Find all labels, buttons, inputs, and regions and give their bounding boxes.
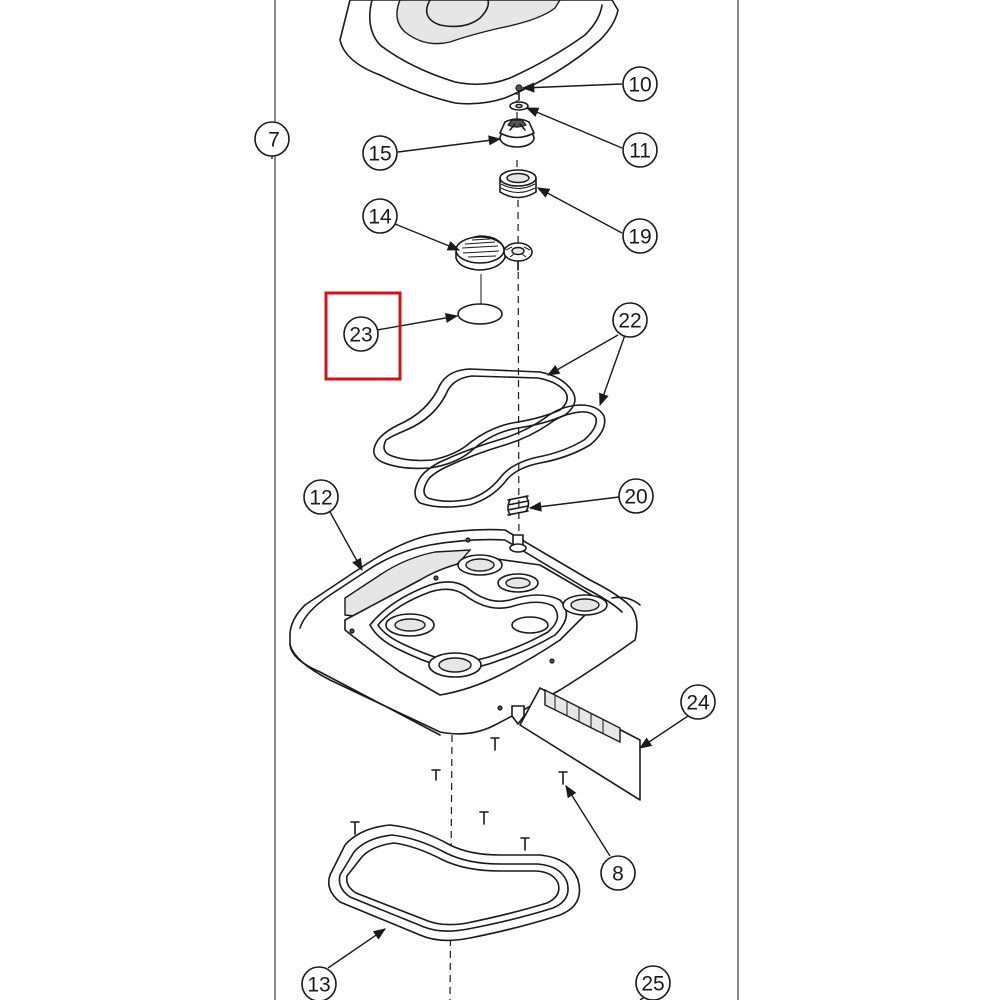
callout-12[interactable]: 12 xyxy=(303,479,339,515)
panel-24 xyxy=(519,687,641,801)
vent-cap-14 xyxy=(455,235,533,271)
callout-25-label: 25 xyxy=(641,973,664,996)
callout-22-label: 22 xyxy=(618,310,641,333)
screw-10 xyxy=(515,84,523,101)
callout-15[interactable]: 15 xyxy=(362,135,398,171)
callout-7-label: 7 xyxy=(268,129,280,152)
callout-23[interactable]: 23 xyxy=(343,316,379,352)
base-gasket-13 xyxy=(327,824,581,942)
washer-11 xyxy=(509,101,529,111)
spring-20 xyxy=(507,495,530,516)
filter-disc-23 xyxy=(457,274,503,325)
callout-14-label: 14 xyxy=(368,206,392,229)
callout-14[interactable]: 14 xyxy=(362,198,398,234)
callout-7[interactable]: 7 xyxy=(254,121,290,157)
callout-19[interactable]: 19 xyxy=(622,218,658,254)
callout-10[interactable]: 10 xyxy=(622,66,658,102)
callout-13[interactable]: 13 xyxy=(301,966,337,1000)
assembly-axis-upper xyxy=(516,88,520,561)
callout-8-label: 8 xyxy=(612,863,624,886)
callout-24[interactable]: 24 xyxy=(680,684,716,720)
gasket-22 xyxy=(373,368,606,508)
callout-13-label: 13 xyxy=(307,974,330,997)
callout-23-label: 23 xyxy=(349,324,372,347)
callout-20[interactable]: 20 xyxy=(618,478,654,514)
callout-12-label: 12 xyxy=(309,487,332,510)
callout-22[interactable]: 22 xyxy=(612,302,648,338)
callout-25[interactable]: 25 xyxy=(635,965,671,1000)
callout-15-label: 15 xyxy=(368,143,391,166)
callout-19-label: 19 xyxy=(628,226,651,249)
callout-11[interactable]: 11 xyxy=(622,132,658,168)
callout-24-label: 24 xyxy=(686,692,710,715)
top-lid xyxy=(339,0,619,105)
callout-8[interactable]: 8 xyxy=(600,855,636,891)
bushing-19 xyxy=(499,169,537,199)
highlight-box xyxy=(324,291,402,381)
callout-10-label: 10 xyxy=(628,74,651,97)
knob-15 xyxy=(499,118,535,148)
callout-20-label: 20 xyxy=(624,486,647,509)
callout-11-label: 11 xyxy=(629,140,651,163)
housing-12 xyxy=(289,528,641,736)
